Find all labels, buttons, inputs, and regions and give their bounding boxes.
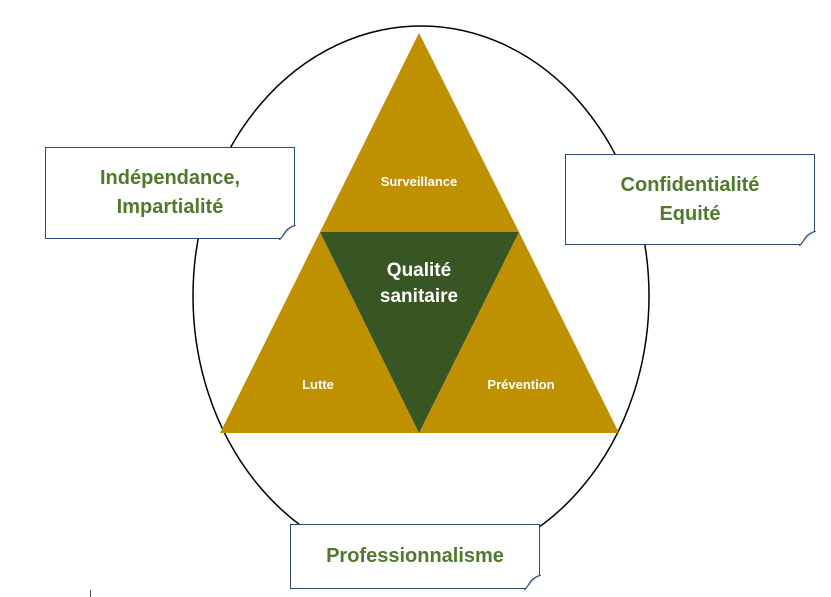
note-left-line2: Impartialité [116, 196, 224, 218]
label-center-line2: sanitaire [380, 286, 458, 307]
page-curl-icon [799, 231, 816, 246]
label-lutte: Lutte [302, 377, 334, 392]
note-right-line1: Confidentialité [620, 173, 760, 196]
note-professionnalisme: Professionnalisme [290, 524, 541, 590]
note-independance: Indépendance, Impartialité [45, 147, 296, 240]
note-right-line2: Equité [659, 202, 721, 225]
triangle-surveillance [320, 33, 519, 232]
text-cursor-mark [90, 590, 91, 597]
page-curl-icon [524, 575, 541, 590]
note-confidentialite: Confidentialité Equité [565, 154, 816, 246]
triangle-lutte [220, 232, 419, 433]
label-prevention: Prévention [487, 377, 554, 392]
triangle-prevention [419, 232, 619, 433]
label-surveillance: Surveillance [381, 174, 458, 189]
note-bottom-line1: Professionnalisme [326, 545, 504, 567]
label-center-line1: Qualité [387, 260, 451, 281]
note-left-line1: Indépendance, [99, 167, 241, 189]
page-curl-icon [279, 225, 296, 240]
triangle-center [320, 232, 519, 433]
